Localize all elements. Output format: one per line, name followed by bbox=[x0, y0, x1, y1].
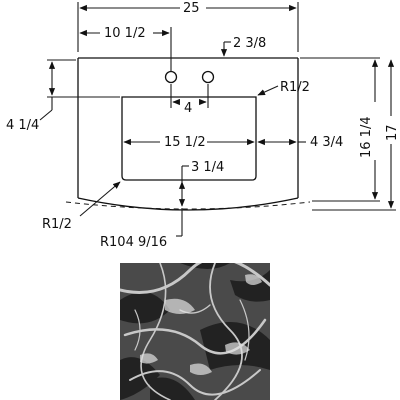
dim-faucet-offset: 10 1/2 bbox=[79, 26, 172, 72]
dim-backsplash-offset: 2 3/8 bbox=[220, 36, 266, 57]
marble-swatch bbox=[120, 263, 270, 400]
label-basin-width: 15 1/2 bbox=[164, 135, 206, 150]
front-arc-construction bbox=[65, 201, 311, 210]
dim-basin-width: 15 1/2 bbox=[123, 135, 255, 150]
label-front-arc-radius: R104 9/16 bbox=[100, 235, 167, 250]
label-top-radius: R1/2 bbox=[280, 80, 310, 95]
dim-overall-depth: 17 bbox=[312, 59, 400, 211]
label-left-depth: 4 1/4 bbox=[6, 118, 39, 133]
label-faucet-offset: 10 1/2 bbox=[104, 26, 146, 41]
label-right-offset: 4 3/4 bbox=[310, 135, 343, 150]
dim-overall-width: 25 bbox=[77, 1, 299, 52]
label-overall-depth: 17 bbox=[385, 124, 400, 141]
dim-top-radius: R1/2 bbox=[257, 80, 310, 96]
dim-front-offset: 3 1/4 bbox=[178, 160, 224, 226]
label-inner-depth: 16 1/4 bbox=[359, 116, 374, 158]
dim-corner-radius: R1/2 bbox=[42, 181, 121, 232]
label-hole-spacing: 4 bbox=[184, 101, 192, 116]
basin-outline bbox=[121, 96, 257, 181]
label-front-offset: 3 1/4 bbox=[191, 160, 224, 175]
vanity-outline bbox=[65, 57, 311, 211]
dim-right-offset: 4 3/4 bbox=[257, 135, 343, 150]
faucet-hole-right bbox=[201, 70, 215, 84]
label-corner-radius: R1/2 bbox=[42, 217, 72, 232]
dim-inner-depth: 16 1/4 bbox=[300, 57, 380, 202]
front-edge-arc bbox=[77, 197, 299, 211]
faucet-hole-left bbox=[164, 70, 178, 84]
dim-left-depth: 4 1/4 bbox=[6, 59, 120, 133]
label-overall-width: 25 bbox=[183, 1, 200, 16]
dim-front-arc-radius: R104 9/16 bbox=[100, 226, 183, 250]
label-backsplash-offset: 2 3/8 bbox=[233, 36, 266, 51]
dim-hole-spacing: 4 bbox=[170, 84, 209, 116]
